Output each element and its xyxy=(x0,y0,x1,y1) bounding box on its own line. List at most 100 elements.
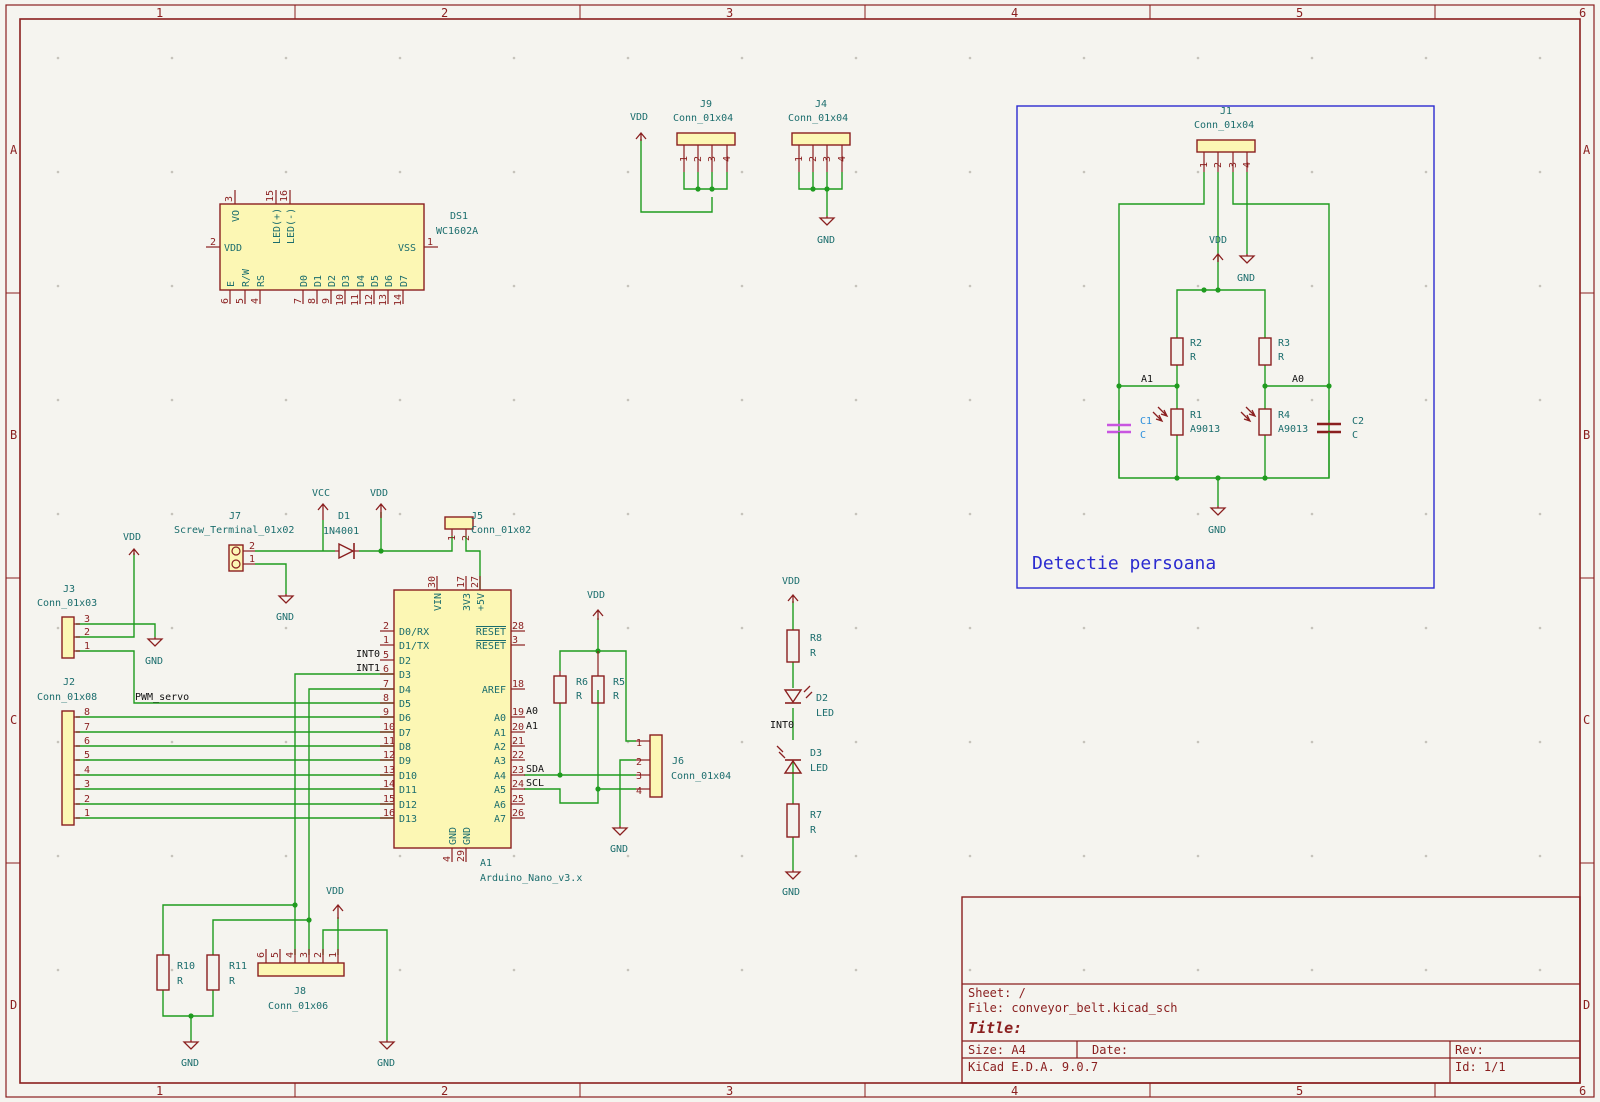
svg-text:13: 13 xyxy=(378,294,389,306)
capacitor-c1[interactable]: C1 C xyxy=(1107,416,1152,478)
grid-dots xyxy=(56,56,1542,972)
svg-text:D2: D2 xyxy=(327,275,338,287)
nano-pin-number: 5 xyxy=(383,650,389,661)
arduino-nano-a1[interactable]: VIN 3V3 +5V 30 17 27 GND GND 4 29 A1 Ard… xyxy=(380,576,582,884)
connector-j3[interactable]: 321 J3 Conn_01x03 xyxy=(37,584,97,659)
svg-text:Conn_01x03: Conn_01x03 xyxy=(37,598,97,609)
net-int0: INT0 xyxy=(770,720,794,731)
group-detectie-persoana: Detectie persoana xyxy=(1016,105,1435,589)
svg-text:16: 16 xyxy=(279,190,290,202)
resistor-r3[interactable]: R3 R xyxy=(1258,337,1290,366)
row-label: B xyxy=(10,428,17,442)
resistor-r11[interactable]: R11 R xyxy=(206,954,247,991)
row-label: D xyxy=(1583,998,1590,1012)
tb-sheet: Sheet: / xyxy=(968,986,1026,1000)
svg-text:J6: J6 xyxy=(672,756,684,767)
nano-pin-label: D4 xyxy=(399,685,411,696)
nano-pin-label: D13 xyxy=(399,814,417,825)
svg-text:J5: J5 xyxy=(471,511,483,522)
svg-text:VDD: VDD xyxy=(370,488,388,499)
svg-text:D5: D5 xyxy=(370,275,381,287)
svg-text:A9013: A9013 xyxy=(1190,424,1220,435)
vdd-symbol: VDD xyxy=(782,576,800,603)
svg-text:2: 2 xyxy=(693,156,704,162)
svg-text:1: 1 xyxy=(427,237,433,248)
nano-pin-label: D10 xyxy=(399,771,417,782)
svg-text:GND: GND xyxy=(782,887,800,898)
svg-text:R: R xyxy=(613,691,620,702)
nano-pin-label: A0 xyxy=(494,713,506,724)
connector-j2[interactable]: 876 543 21 J2 Conn_01x08 xyxy=(37,677,97,826)
col-label: 6 xyxy=(1579,6,1586,20)
svg-text:C: C xyxy=(1140,430,1146,441)
tb-id: Id: 1/1 xyxy=(1455,1060,1506,1074)
diode-d1[interactable]: D1 1N4001 xyxy=(323,511,359,560)
row-label: C xyxy=(10,713,17,727)
svg-text:GND: GND xyxy=(276,612,294,623)
resistor-r2[interactable]: R2 R xyxy=(1170,337,1202,366)
svg-text:R: R xyxy=(1278,352,1285,363)
nano-pin-label: A2 xyxy=(494,742,506,753)
nano-pin-label: D5 xyxy=(399,699,411,710)
resistor-r7[interactable]: R7 R xyxy=(786,803,822,838)
svg-text:1: 1 xyxy=(84,641,90,652)
gnd-symbol: GND xyxy=(817,216,836,246)
screw-terminal-j7[interactable]: 21 J7 Screw_Terminal_01x02 xyxy=(174,511,294,572)
svg-text:2: 2 xyxy=(249,541,255,552)
svg-text:3: 3 xyxy=(84,614,90,625)
svg-text:J9: J9 xyxy=(700,99,712,110)
svg-text:R: R xyxy=(177,976,184,987)
svg-text:VDD: VDD xyxy=(587,590,605,601)
svg-text:D0: D0 xyxy=(299,275,310,287)
led-d3[interactable]: D3 LED xyxy=(776,745,828,774)
resistor-r8[interactable]: R8 R xyxy=(786,629,822,663)
svg-text:12: 12 xyxy=(364,294,375,306)
svg-text:J3: J3 xyxy=(63,584,75,595)
resistor-r5[interactable]: R5 R xyxy=(591,651,625,704)
vdd-symbol: VDD xyxy=(326,886,344,919)
svg-text:7: 7 xyxy=(293,298,304,304)
svg-text:Conn_01x04: Conn_01x04 xyxy=(671,771,731,782)
svg-text:C1: C1 xyxy=(1140,416,1152,427)
net-a0: A0 xyxy=(526,706,538,717)
nano-pin-number: 1 xyxy=(383,635,389,646)
row-label: A xyxy=(1583,143,1591,157)
svg-text:GND: GND xyxy=(377,1058,395,1069)
lcd-ds1[interactable]: VO LED(+) LED(-) VDD VSS E R/W RS D0 D1 … xyxy=(206,190,478,306)
capacitor-c2[interactable]: C2 C xyxy=(1317,416,1364,478)
svg-text:R6: R6 xyxy=(576,677,588,688)
svg-text:R4: R4 xyxy=(1278,410,1290,421)
svg-text:17: 17 xyxy=(456,576,467,588)
wires xyxy=(76,139,1330,1040)
svg-text:+5V: +5V xyxy=(476,593,487,611)
svg-text:3: 3 xyxy=(224,196,235,202)
svg-text:8: 8 xyxy=(84,707,90,718)
svg-text:3: 3 xyxy=(636,771,642,782)
svg-text:GND: GND xyxy=(462,827,473,845)
resistor-r10[interactable]: R10 R xyxy=(156,954,195,991)
photoresistor-r1[interactable]: R1 A9013 xyxy=(1152,406,1220,436)
svg-text:R: R xyxy=(810,648,817,659)
power-symbols: VDD GND VDD GND GND VCC VDD GND VDD GND … xyxy=(123,112,1256,1069)
svg-text:D1: D1 xyxy=(313,275,324,287)
svg-text:2: 2 xyxy=(636,757,642,768)
photoresistor-r4[interactable]: R4 A9013 xyxy=(1240,406,1308,436)
svg-text:14: 14 xyxy=(393,294,404,306)
nano-pin-label: RESET xyxy=(476,627,506,638)
nano-pin-label: D3 xyxy=(399,670,411,681)
nano-pin-number: 25 xyxy=(512,794,524,805)
svg-text:5: 5 xyxy=(84,750,90,761)
nano-pin-label: A4 xyxy=(494,771,506,782)
svg-text:A1: A1 xyxy=(480,858,492,869)
led-d2[interactable]: D2 LED xyxy=(783,685,834,719)
resistor-r6[interactable]: R6 R xyxy=(553,671,588,704)
svg-text:LED(-): LED(-) xyxy=(286,208,297,244)
row-label: A xyxy=(10,143,18,157)
